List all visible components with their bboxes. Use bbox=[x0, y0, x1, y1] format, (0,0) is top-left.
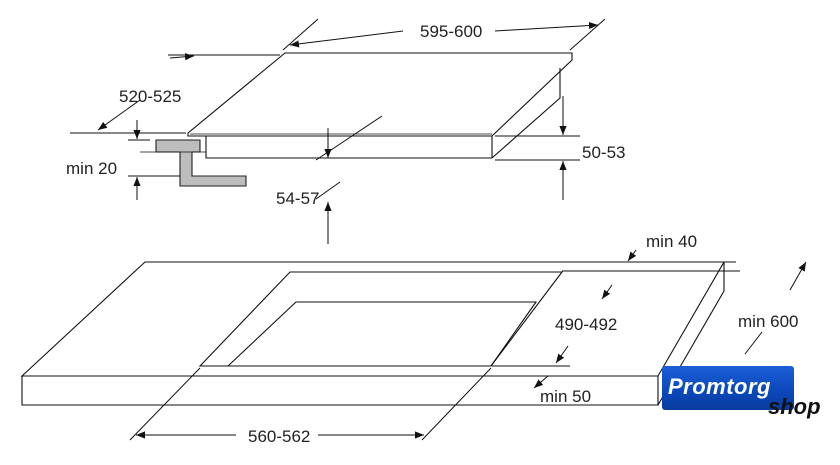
dim-cutout-width: 560-562 bbox=[248, 427, 310, 446]
mounting-clip bbox=[155, 139, 247, 187]
dim-cutout-depth: 490-492 bbox=[555, 315, 617, 334]
cutout-inner bbox=[227, 301, 538, 367]
dim-min-front: min 50 bbox=[540, 387, 591, 406]
dim-min-counter-depth: min 600 bbox=[738, 312, 798, 331]
hob-dimensions bbox=[70, 18, 606, 244]
cutout-outer bbox=[198, 271, 564, 367]
dim-min-support: min 20 bbox=[66, 159, 117, 178]
worktop-drawing bbox=[20, 261, 725, 406]
worktop-front bbox=[21, 376, 659, 406]
logo-main-text: Promtorg bbox=[668, 374, 771, 399]
logo-background: Promtorg bbox=[662, 366, 794, 410]
worktop-top bbox=[20, 261, 725, 377]
hob-glass-top bbox=[187, 52, 573, 137]
hob-drawing bbox=[140, 52, 573, 187]
worktop-dimensions bbox=[129, 249, 807, 441]
dim-min-back: min 40 bbox=[646, 232, 697, 251]
dim-built-in-depth: 54-57 bbox=[276, 189, 319, 208]
promtorg-logo: Promtorg shop bbox=[662, 364, 832, 424]
dim-thickness-total: 50-53 bbox=[582, 143, 625, 162]
dim-width-top: 595-600 bbox=[420, 22, 482, 41]
dim-depth-top: 520-525 bbox=[119, 87, 181, 106]
logo-sub-text: shop bbox=[768, 394, 821, 419]
